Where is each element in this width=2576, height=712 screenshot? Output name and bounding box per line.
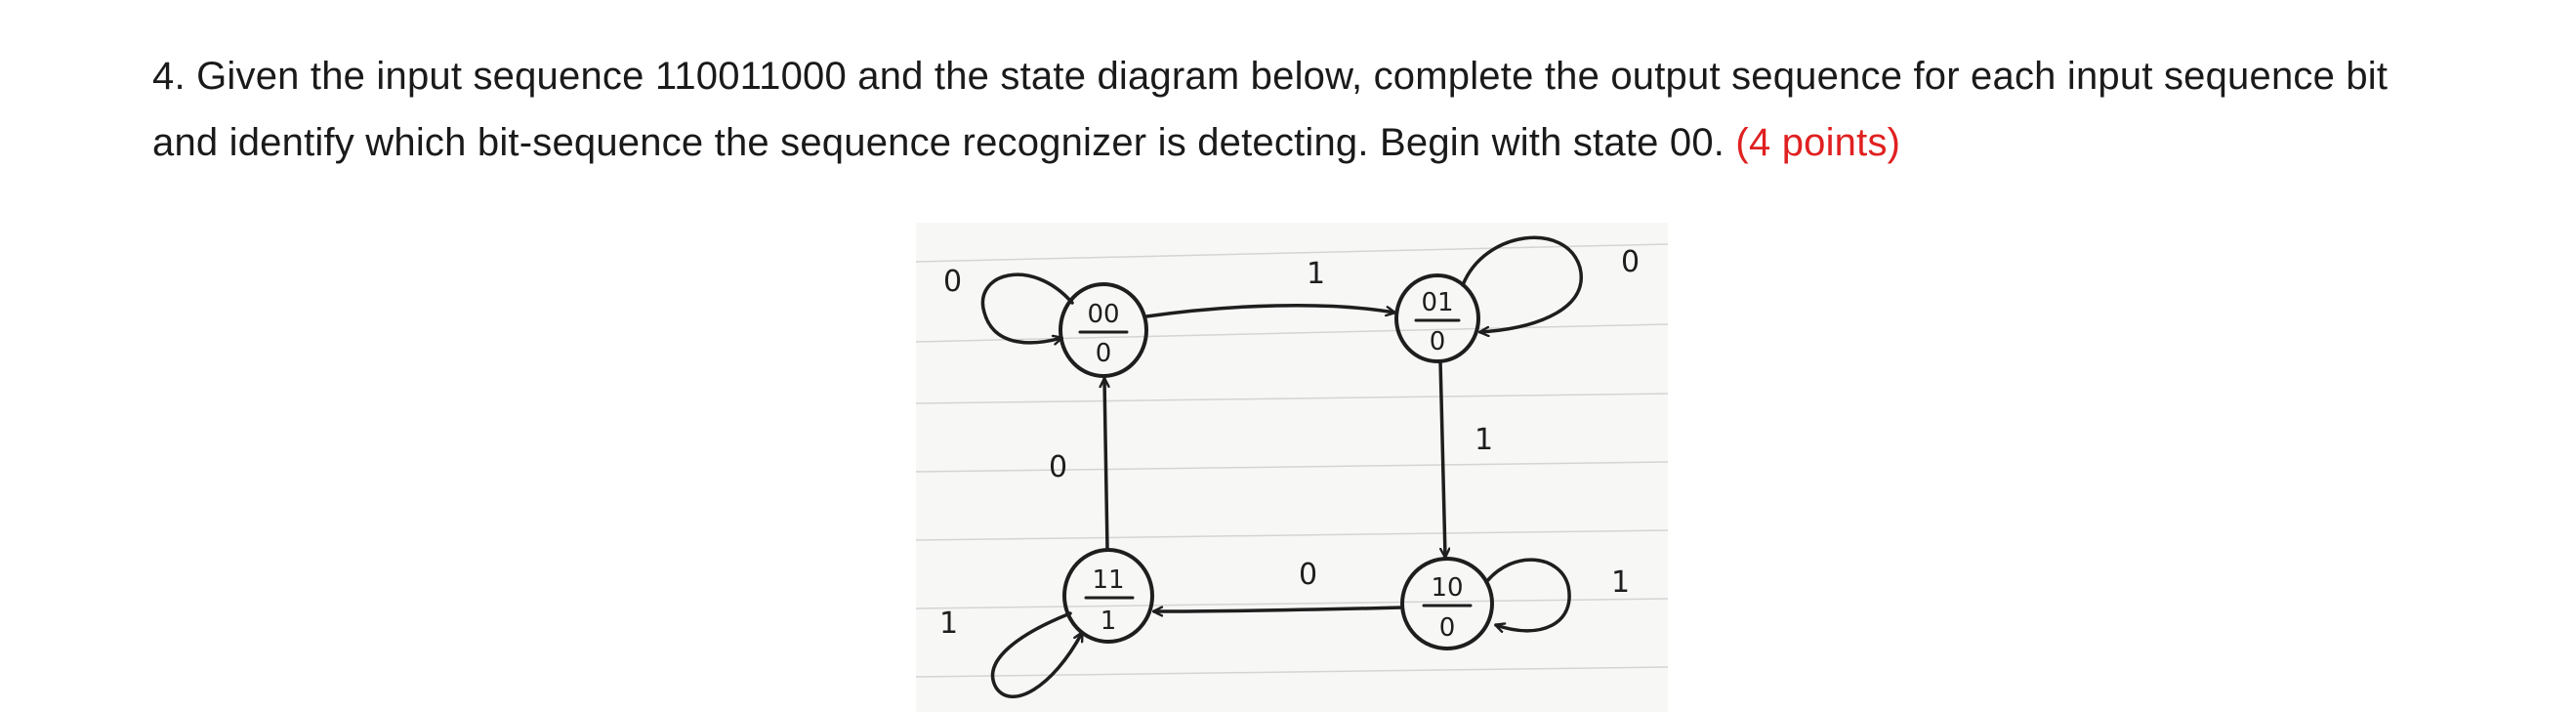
transition-00-01: 1: [1144, 257, 1394, 318]
transition-01-self: 0: [1461, 235, 1640, 332]
transition-10-11-label: 0: [1299, 558, 1317, 592]
transition-01-self-label: 0: [1621, 245, 1640, 279]
state-10-output: 0: [1439, 613, 1456, 643]
state-00: 00 0: [1059, 282, 1148, 378]
state-01-output: 0: [1430, 327, 1446, 356]
state-00-code: 00: [1087, 300, 1119, 329]
state-10-code: 10: [1431, 573, 1463, 603]
transition-11-00: 0: [1049, 379, 1107, 552]
transition-00-01-label: 1: [1307, 257, 1325, 291]
question-number: 4.: [152, 55, 186, 98]
transition-00-self-label: 0: [943, 265, 962, 299]
state-10: 10 0: [1400, 557, 1494, 650]
state-00-output: 0: [1096, 339, 1112, 368]
transition-10-self: 1: [1484, 558, 1630, 631]
state-diagram: 00 0 01 0 10 0 11 1 0: [916, 223, 1668, 712]
transition-10-11: 0: [1154, 558, 1404, 611]
transition-01-10: 1: [1438, 359, 1493, 557]
transition-11-00-label: 0: [1049, 450, 1067, 484]
state-01: 01 0: [1394, 273, 1480, 363]
state-11-output: 1: [1101, 607, 1117, 636]
transition-11-self: 1: [939, 607, 1084, 698]
transition-01-10-label: 1: [1475, 423, 1493, 457]
question-body: Given the input sequence 110011000 and t…: [152, 55, 2389, 164]
state-11-code: 11: [1092, 565, 1124, 595]
question-text: 4. Given the input sequence 110011000 an…: [152, 43, 2457, 176]
question-points: (4 points): [1735, 121, 1901, 164]
transition-00-self: 0: [943, 265, 1074, 343]
state-11: 11 1: [1062, 548, 1154, 644]
state-01-code: 01: [1421, 288, 1453, 317]
transition-10-self-label: 1: [1611, 565, 1630, 600]
paper-lines: [916, 243, 1668, 678]
transition-11-self-label: 1: [939, 607, 958, 641]
state-diagram-svg: 00 0 01 0 10 0 11 1 0: [916, 235, 1668, 698]
